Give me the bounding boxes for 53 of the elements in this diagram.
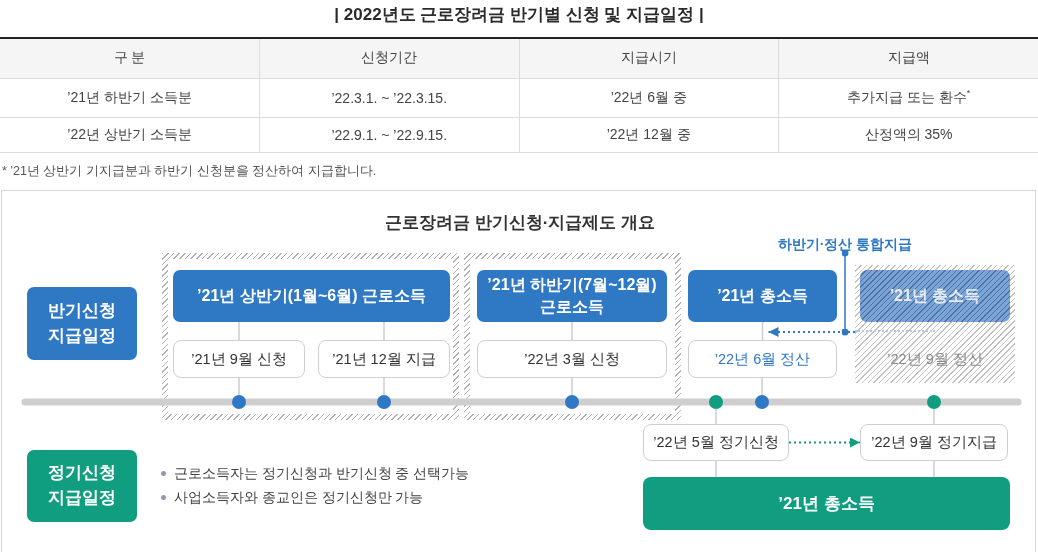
date-box: ’22년 3월 신청 (477, 340, 667, 378)
footnote: * ’21년 상반기 기지급분과 하반기 신청분을 정산하여 지급합니다. (2, 163, 377, 180)
bullet-text: 사업소득자와 종교인은 정기신청만 가능 (174, 489, 424, 507)
income-period-box: ’21년 총소득 (643, 477, 1010, 530)
table-cell: ’22.3.1. ~ ’22.3.15. (259, 78, 519, 117)
timeline-marker-icon (232, 395, 246, 409)
connector-line (715, 408, 717, 425)
timeline-marker-icon (755, 395, 769, 409)
income-period-box: ’21년 하반기(7월~12월) 근로소득 (477, 270, 667, 322)
date-box: ’22년 6월 정산 (688, 340, 837, 378)
connector-line (761, 321, 764, 341)
income-period-box: ’21년 상반기(1월~6월) 근로소득 (173, 270, 450, 322)
bullet-text: 근로소득자는 정기신청과 반기신청 중 선택가능 (174, 465, 469, 483)
timeline-marker-icon (927, 395, 941, 409)
connector-line (383, 377, 385, 396)
date-box: ’22년 5월 정기신청 (643, 424, 789, 461)
page-title: | 2022년도 근로장려금 반기별 신청 및 지급일정 | (334, 4, 704, 26)
table-cell: ’22년 6월 중 (519, 78, 779, 117)
leader-line (841, 249, 849, 336)
header-cell: 지급시기 (519, 38, 779, 78)
connector-line (571, 377, 573, 396)
timeline-marker-icon (709, 395, 723, 409)
dotted-arrow (788, 437, 861, 448)
table-cell: ’22년 12월 중 (519, 117, 779, 152)
hatched-area (855, 265, 1015, 383)
table-cell: ’21년 하반기 소득분 (0, 78, 260, 117)
table-cell: 추가지급 또는 환수$^{*}$ (778, 78, 1038, 117)
callout-label: 하반기·정산 통합지급 (777, 235, 913, 253)
date-box: ’21년 9월 신청 (173, 340, 305, 378)
timeline-marker-icon (565, 395, 579, 409)
faded-income-box: ’21년 총소득 (860, 270, 1010, 322)
header-cell: 신청기간 (259, 38, 519, 78)
connector-line (715, 460, 717, 478)
table-cell: ’22.9.1. ~ ’22.9.15. (259, 117, 519, 152)
income-period-box: ’21년 총소득 (688, 270, 837, 322)
table-cell: 산정액의 35% (778, 117, 1038, 152)
header-cell: 구 분 (0, 38, 260, 78)
connector-line (571, 321, 573, 341)
connector-line (933, 460, 935, 478)
timeline-marker-icon (377, 395, 391, 409)
connector-line (761, 377, 763, 396)
date-box: ’22년 9월 정기지급 (860, 424, 1008, 461)
section-heading: 근로장려금 반기신청·지급제도 개요 (384, 213, 656, 233)
header-cell: 지급액 (778, 38, 1038, 78)
connector-line (933, 408, 935, 425)
category-box: 반기신청 지급일정 (27, 287, 137, 360)
dotted-arrow (767, 327, 856, 337)
date-box: ’21년 12월 지급 (318, 340, 450, 378)
connector-line (238, 377, 240, 396)
connector-line (238, 321, 240, 341)
category-box: 정기신청 지급일정 (27, 450, 137, 522)
table-cell: ’22년 상반기 소득분 (0, 117, 260, 152)
connector-line (383, 321, 385, 341)
